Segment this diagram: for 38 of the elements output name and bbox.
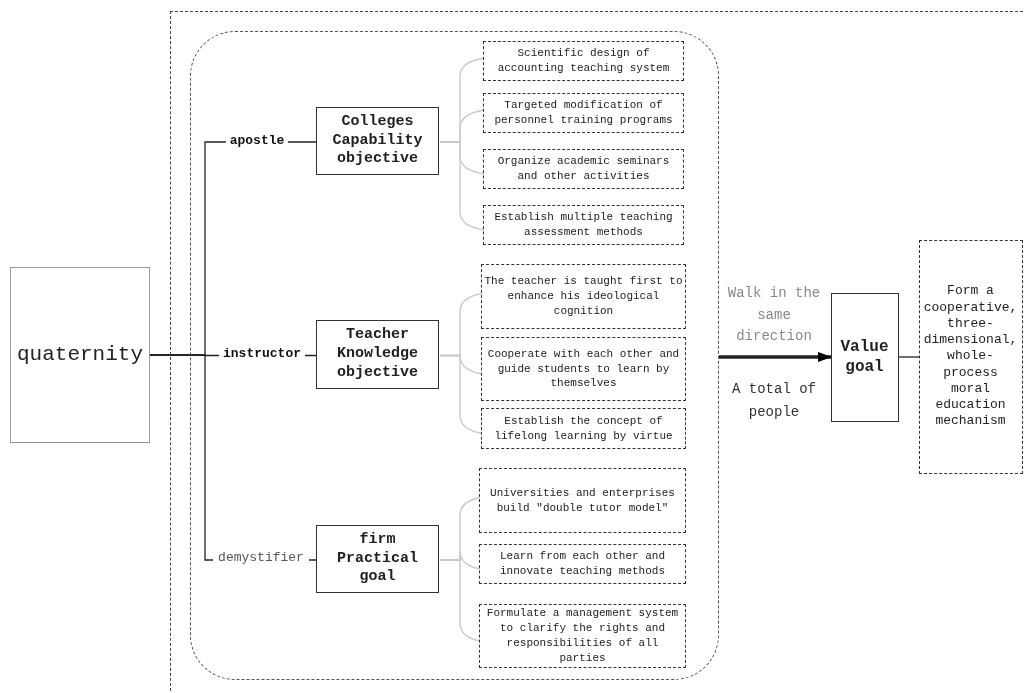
box-text: Organize academic seminars and other activities <box>496 154 671 184</box>
concept-box <box>10 267 150 443</box>
goal-box <box>830 292 899 422</box>
box-text: Establish the concept of lifelong learning by virtue <box>493 413 674 444</box>
measure-box <box>479 468 686 533</box>
note-text: A total of people <box>731 380 817 423</box>
box-title: Value goal <box>839 337 890 377</box>
box-text: Form a cooperative, three-dimensional, whole-process moral education mechanism <box>922 283 1019 430</box>
arrow <box>719 352 832 362</box>
box-title: quaternity <box>16 341 144 368</box>
brace-connector <box>439 559 481 642</box>
objective-box <box>316 320 439 389</box>
measure-box <box>483 41 684 81</box>
box-text: Cooperate with each other and guide students to learn by themselves <box>486 346 681 392</box>
measure-box <box>483 93 684 133</box>
measure-box <box>481 337 686 401</box>
measure-box <box>483 205 684 245</box>
measure-box <box>481 408 686 449</box>
outcome-box <box>918 239 1023 474</box>
box-text: Learn from each other and innovate teaching methods <box>499 549 666 579</box>
box-text: Universities and enterprises build "double tutor model" <box>489 485 676 516</box>
connector-line <box>898 356 920 358</box>
measure-box <box>483 149 684 189</box>
box-text: Scientific design of accounting teaching system <box>496 46 671 76</box>
box-title: firm Practical goal <box>336 530 419 588</box>
edge-label: demystifier <box>213 550 309 566</box>
objective-box <box>316 107 439 175</box>
measure-box <box>481 264 686 329</box>
box-text: Establish multiple teaching assessment methods <box>493 210 674 240</box>
box-title: Teacher Knowledge objective <box>336 326 419 383</box>
box-text: Formulate a management system to clarify the rights and responsibilities of all parties <box>485 606 680 666</box>
box-text: Targeted modification of personnel training programs <box>493 98 674 128</box>
edge-label: apostle <box>226 133 288 149</box>
box-text: The teacher is taught first to enhance his ideological cognition <box>483 274 684 319</box>
measure-box <box>479 544 686 584</box>
brace-connector <box>439 354 483 435</box>
objective-box <box>316 525 439 593</box>
box-title: Colleges Capability objective <box>331 112 424 170</box>
